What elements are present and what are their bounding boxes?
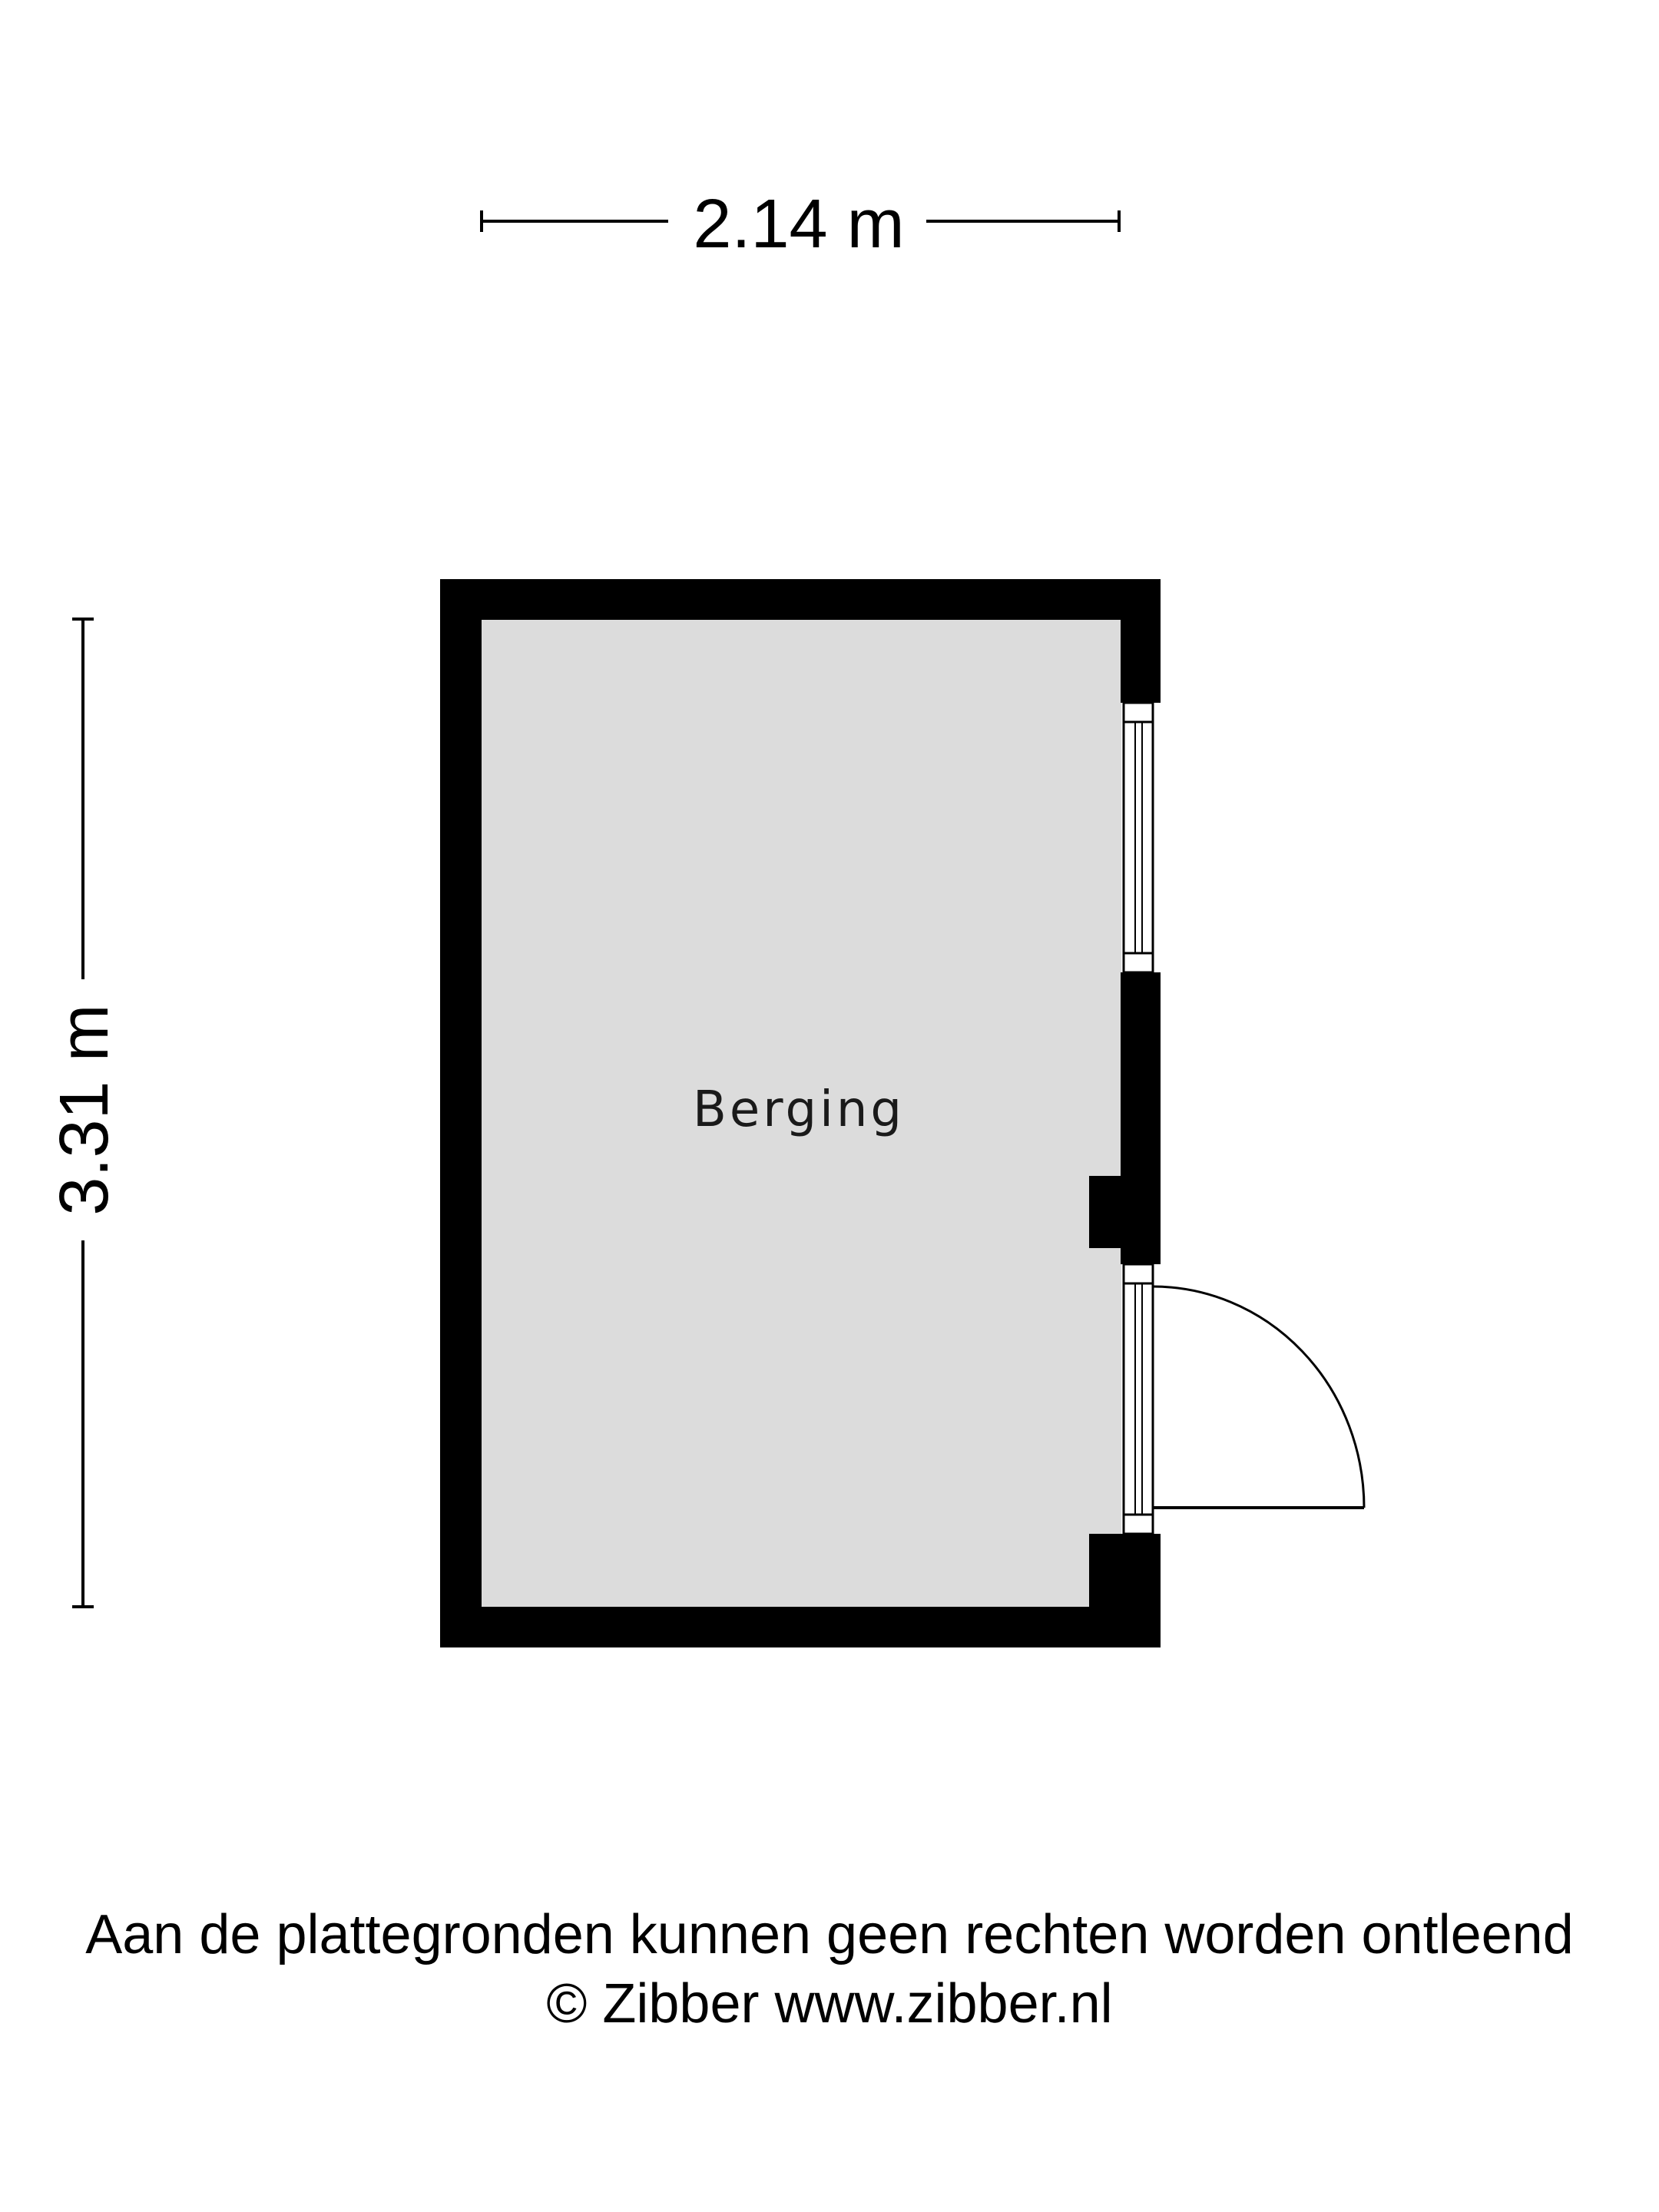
height-dimension-label: 3.31 m: [46, 1004, 123, 1215]
wall-right-top-segment: [1121, 579, 1161, 703]
wall-corner-block: [1089, 1534, 1121, 1608]
width-dimension-label: 2.14 m: [693, 186, 904, 263]
window: [1122, 701, 1154, 974]
wall-top: [440, 579, 1161, 620]
wall-bottom: [440, 1607, 1161, 1647]
copyright-text: © Zibber www.zibber.nl: [546, 1973, 1113, 2035]
door-swing-arc: [1152, 1285, 1366, 1508]
walls: [440, 579, 1161, 1647]
height-dimension: 3.31 m: [46, 618, 123, 1608]
wall-pillar: [1089, 1176, 1121, 1248]
door-frame-outline: [1122, 1263, 1154, 1535]
wall-left: [440, 579, 482, 1647]
width-dimension: 2.14 m: [480, 186, 1121, 263]
disclaimer-text: Aan de plattegronden kunnen geen rechten…: [85, 1904, 1574, 1965]
window-frame: [1122, 701, 1154, 974]
wall-right-middle-segment: [1121, 972, 1161, 1264]
door-frame: [1122, 1263, 1154, 1535]
room-floor: [481, 619, 1121, 1607]
room-label: Berging: [693, 1081, 905, 1138]
wall-right-bottom-segment: [1121, 1534, 1161, 1647]
door: [1152, 1285, 1366, 1509]
